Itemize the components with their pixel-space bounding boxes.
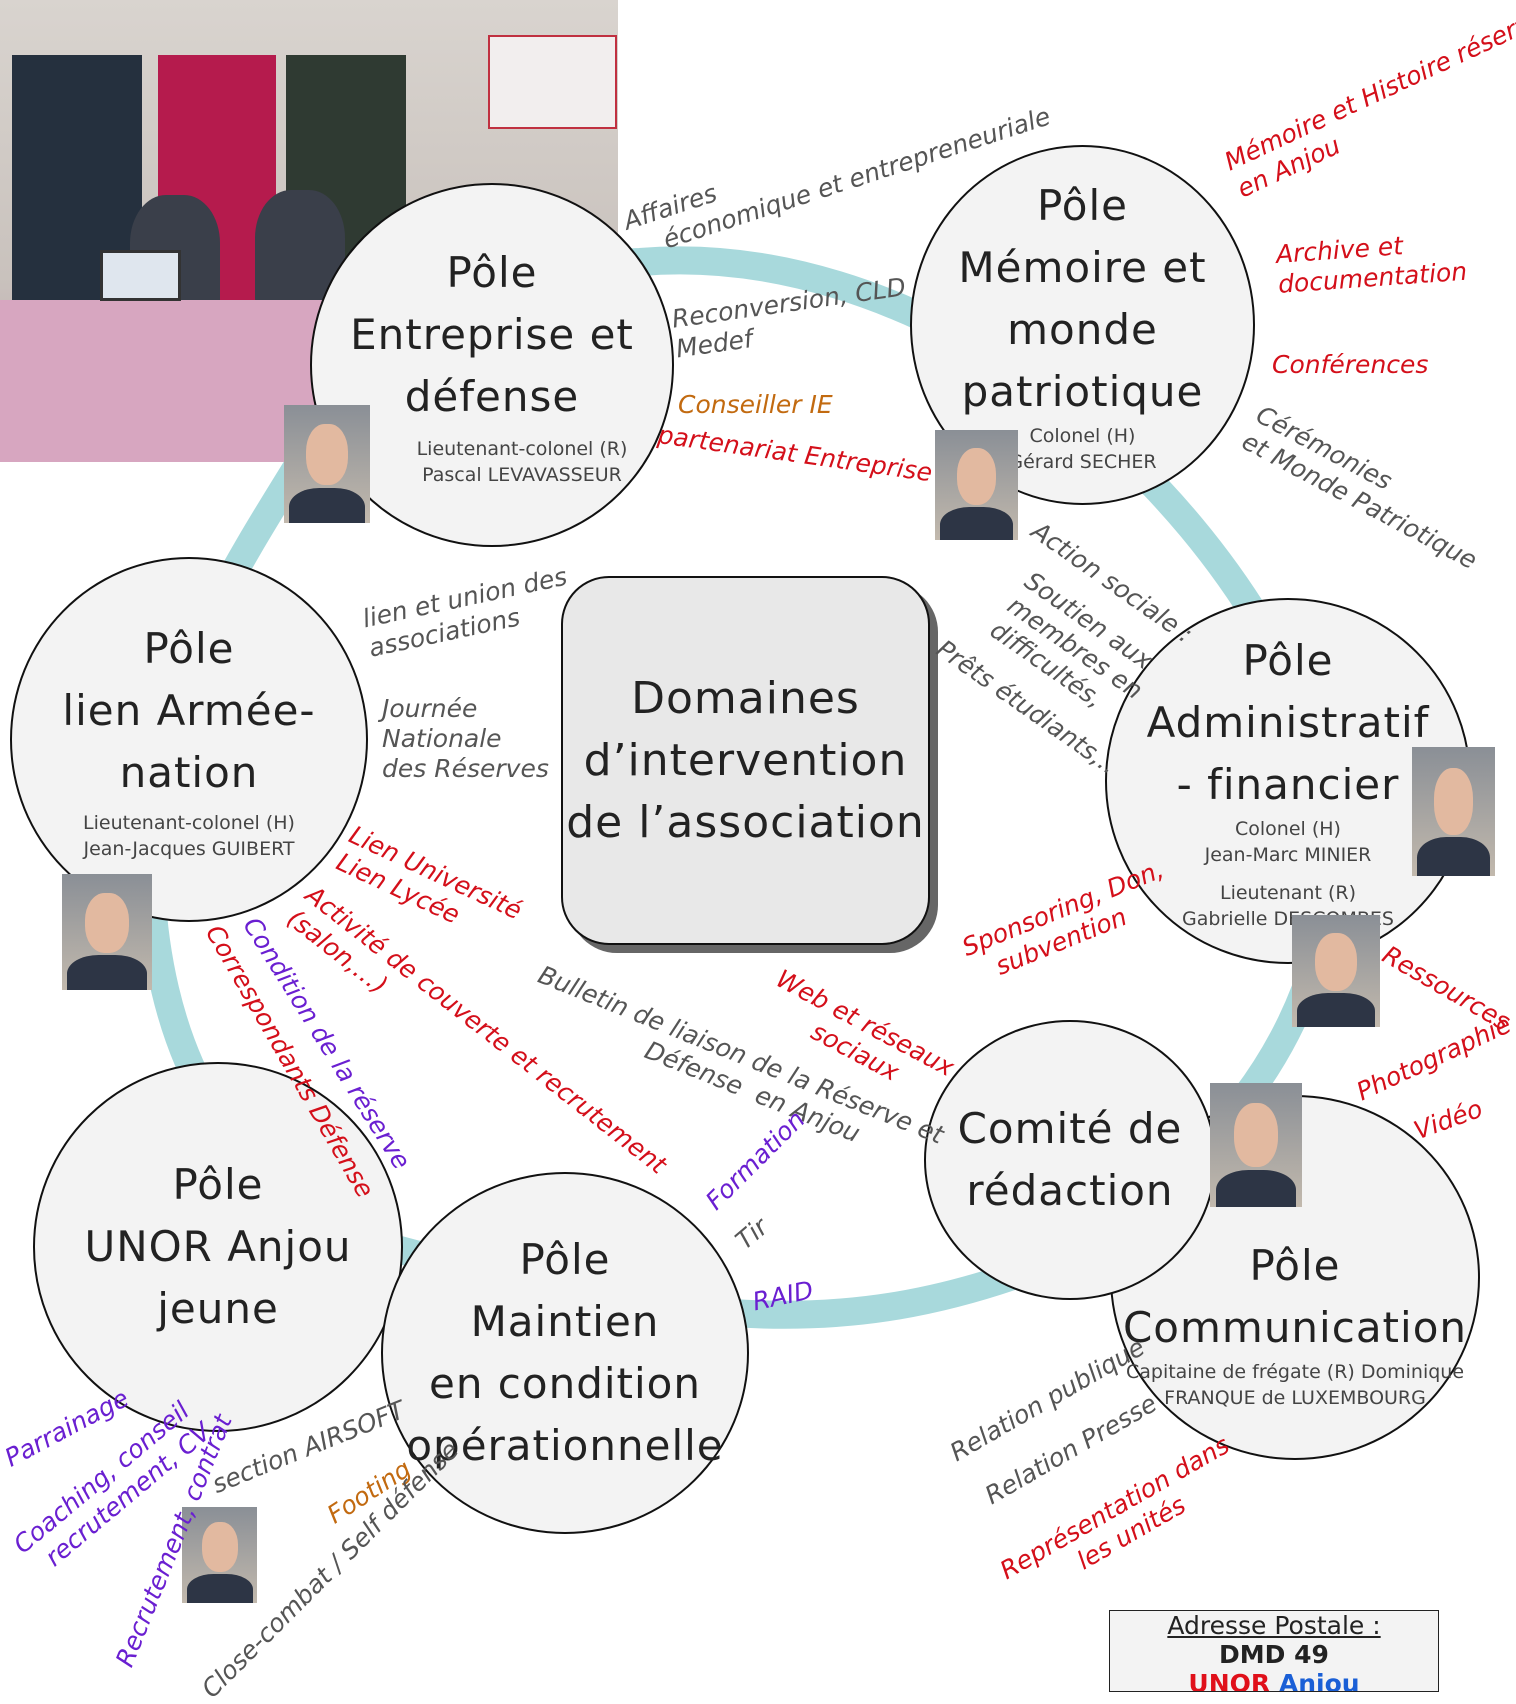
portrait-photo (1412, 747, 1495, 876)
pole-leader: Capitaine de frégate (R) Dominique FRANQ… (1125, 1360, 1465, 1409)
address-line: DMD 49 (1219, 1640, 1329, 1669)
comite-de-redaction: Comité de rédaction (924, 1020, 1216, 1300)
pole-title: Pôle Mémoire et monde patriotique (958, 181, 1207, 416)
pole-lien-armee-nation: Pôle lien Armée- nation Lieutenant-colon… (10, 557, 368, 922)
pole-unor-anjou-jeune: Pôle UNOR Anjou jeune (33, 1062, 403, 1432)
portrait-photo (1292, 915, 1380, 1027)
portrait-photo (182, 1507, 257, 1603)
pole-title: Pôle Entreprise et défense (350, 248, 634, 421)
pole-title: Pôle lien Armée- nation (62, 623, 316, 797)
pole-title: Pôle UNOR Anjou jeune (84, 1160, 352, 1333)
pole-leader: Lieutenant-colonel (R) Pascal LEVAVASSEU… (416, 438, 628, 486)
portrait-photo (62, 874, 152, 990)
pole-title: Pôle Communication (1122, 1240, 1468, 1352)
portrait-photo (1210, 1083, 1302, 1207)
portrait-photo (935, 430, 1018, 540)
pole-leader: Colonel (H) Gérard SECHER (1008, 425, 1157, 473)
pole-leader: Lieutenant-colonel (H) Jean-Jacques GUIB… (83, 811, 295, 860)
pole-title: Comité de rédaction (957, 1104, 1183, 1215)
portrait-photo (284, 405, 370, 523)
banner-unor-logo (488, 35, 617, 129)
label-conseiller-ie: Conseiller IE (678, 390, 833, 419)
brand-unor: UNOR (1188, 1669, 1271, 1692)
pole-entreprise-defense: Pôle Entreprise et défense Lieutenant-co… (310, 183, 674, 547)
pole-title: Pôle Administratif - financier (1146, 636, 1430, 809)
center-domains-box: Domaines d’intervention de l’association (561, 576, 930, 945)
label-journee: Journée Nationale des Réserves (382, 694, 549, 783)
laptop (100, 250, 181, 301)
address-brand: UNOR Anjou (1110, 1669, 1438, 1692)
pole-maintien-condition: Pôle Maintien en condition opérationnell… (381, 1172, 749, 1534)
pole-administratif-financier: Pôle Administratif - financier Colonel (… (1105, 598, 1471, 964)
label-conferences: Conférences (1272, 350, 1429, 379)
brand-anjou: Anjou (1270, 1669, 1360, 1692)
postal-address-box: Adresse Postale : DMD 49 UNOR Anjou (1109, 1610, 1439, 1692)
address-heading: Adresse Postale : (1167, 1611, 1381, 1640)
pole-leader: Colonel (H) Jean-Marc MINIER (1204, 818, 1372, 866)
pole-title: Pôle Maintien en condition opérationnell… (406, 1235, 724, 1470)
